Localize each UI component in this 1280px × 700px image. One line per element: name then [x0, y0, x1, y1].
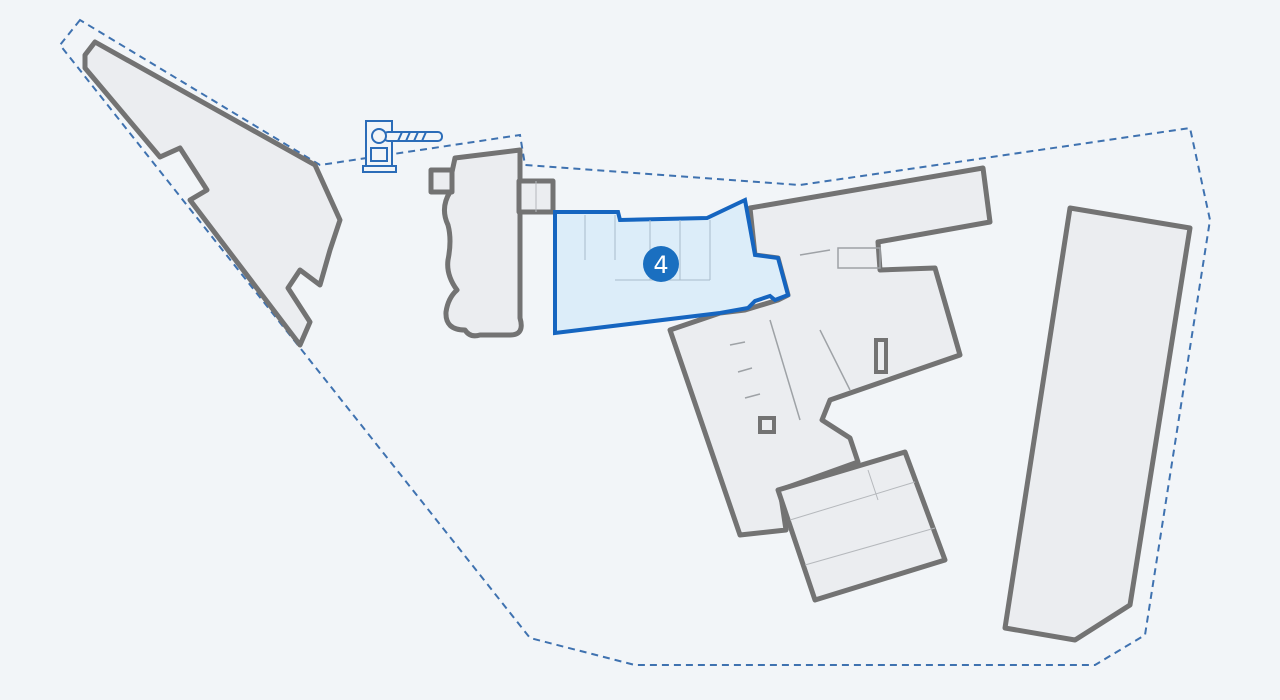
zone-number: 4 [653, 251, 668, 279]
building-north[interactable] [428, 147, 556, 339]
building-west[interactable] [82, 39, 343, 348]
floorplan-details [729, 247, 888, 434]
zone-4[interactable]: 4 [553, 197, 791, 336]
zone-badge[interactable] [643, 246, 679, 282]
barrier-gate-icon [362, 120, 443, 173]
building-south[interactable] [775, 449, 948, 603]
building-east[interactable] [1002, 205, 1193, 643]
site-boundary [58, 18, 1212, 666]
